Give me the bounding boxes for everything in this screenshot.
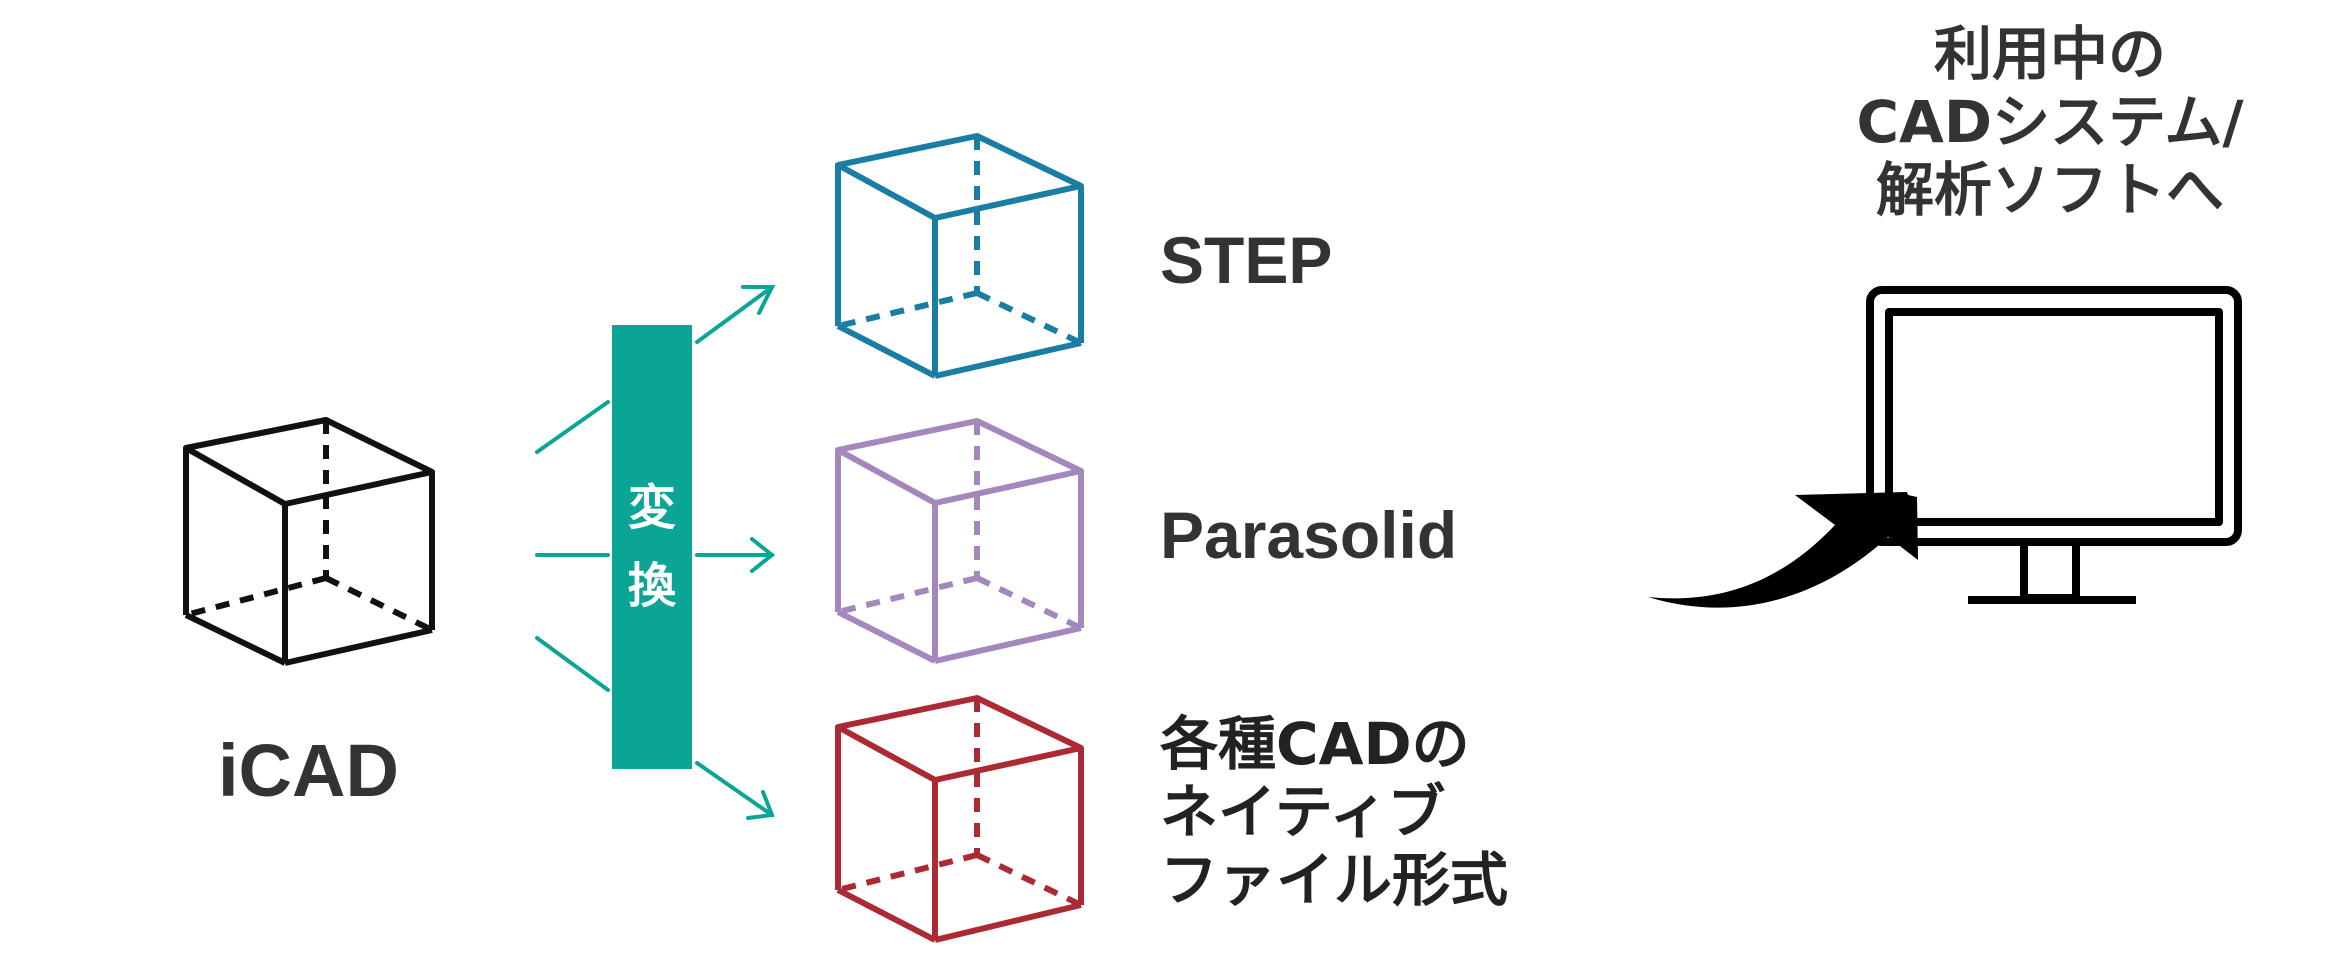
convert-bar: 変 換 <box>612 325 692 769</box>
convert-label-line2: 換 <box>627 558 676 614</box>
target-label-line: CADシステム/ <box>1856 88 2244 156</box>
format-native-line: ファイル形式 <box>1160 846 1509 914</box>
format-label-parasolid: Parasolid <box>1160 498 1458 572</box>
target-label-line: 利用中の <box>1933 20 2166 88</box>
convert-label-line1: 変 <box>627 480 676 536</box>
target-label-line: 解析ソフトへ <box>1875 156 2224 224</box>
step-cube-icon <box>835 133 1084 379</box>
format-label-native: 各種CADの ネイティブ ファイル形式 <box>1160 710 1508 914</box>
conversion-arrows <box>535 285 776 820</box>
convert-bar-background <box>612 325 692 769</box>
monitor-icon <box>1866 286 2242 604</box>
parasolid-cube-icon <box>835 418 1084 664</box>
format-native-line: 各種CADの <box>1160 710 1470 778</box>
curved-arrow-icon <box>1648 492 1918 608</box>
native-cube-icon <box>835 695 1084 943</box>
source-label: iCAD <box>218 729 399 812</box>
target-label: 利用中の CADシステム/ 解析ソフトへ <box>1750 20 2334 224</box>
format-label-step: STEP <box>1160 223 1333 297</box>
format-native-line: ネイティブ <box>1160 778 1446 846</box>
source-cube-icon <box>183 417 435 666</box>
